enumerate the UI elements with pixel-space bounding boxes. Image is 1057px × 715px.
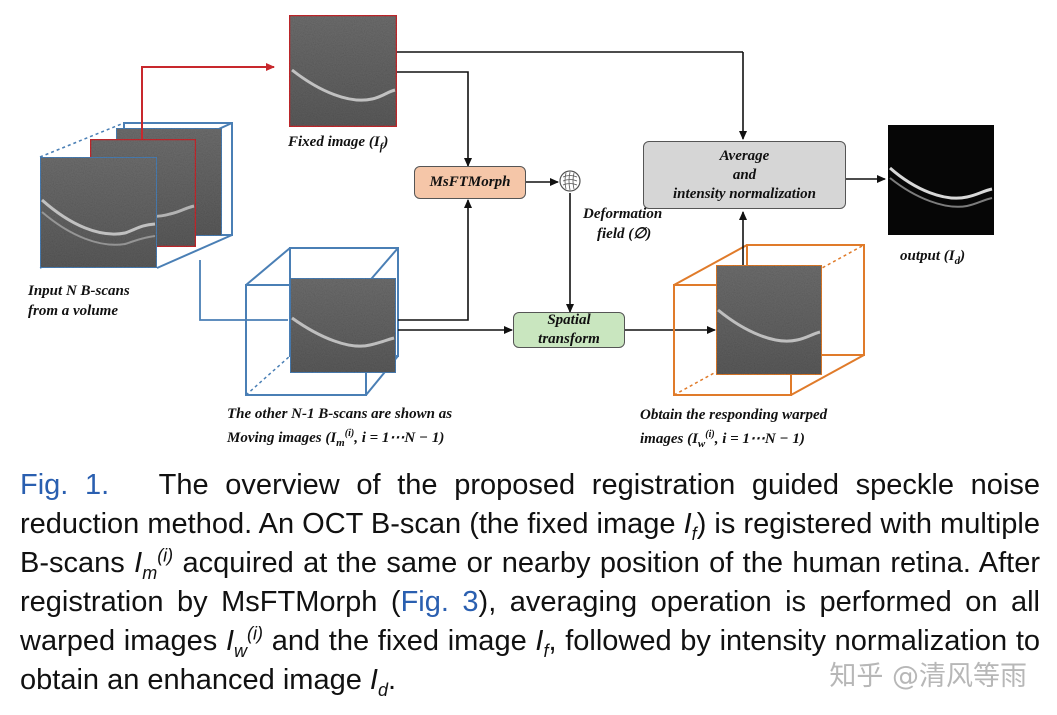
average-normalization-box: Average and intensity normalization: [643, 141, 846, 209]
spatial-transform-box: Spatial transform: [513, 312, 625, 348]
output-label: output (Id): [900, 248, 966, 267]
caption-part3: acquired at the same or nearby position …: [20, 547, 1040, 618]
arrow-to-moving-images: [199, 260, 288, 321]
deformation-label: Deformation field (∅): [583, 204, 662, 244]
warped-images-cube: [673, 244, 865, 396]
input-label-line2: from a volume: [28, 303, 118, 319]
warped-line1: Obtain the responding warped: [640, 407, 828, 423]
caption-part4: ), averaging operation is performed on a…: [20, 586, 1040, 657]
input-label-line1: Input N B-scans: [28, 283, 130, 299]
output-label-sub: d: [954, 255, 961, 267]
arrow-fixed-to-msftmorph: [397, 71, 472, 167]
average-line3: intensity normalization: [673, 185, 816, 202]
input-label: Input N B-scans from a volume: [28, 281, 130, 321]
caption-im: Im(i): [134, 545, 174, 583]
spatial-line1: Spatial: [547, 312, 591, 328]
warped-sup: (i): [705, 429, 715, 440]
warped-images-label: Obtain the responding warped images (Iw(…: [640, 405, 827, 454]
spatial-line2: transform: [538, 331, 600, 347]
figure-caption: Fig. 1. The overview of the proposed reg…: [20, 466, 1040, 700]
bscan-slice-front: [39, 156, 158, 269]
input-volume-stack: [39, 122, 233, 269]
pipeline-diagram: MsFTMorph Spatial transform Average and …: [28, 13, 994, 454]
deformation-line2: field (∅): [597, 226, 652, 242]
caption-id: Id: [369, 664, 388, 700]
moving-line2: Moving images (Im(i), i = 1⋯N − 1): [227, 424, 452, 453]
warped-line2-text: images (I: [640, 431, 698, 447]
caption-part2: ) is registered with multiple B-scans: [20, 508, 1040, 579]
average-line1: Average: [719, 147, 770, 164]
caption-iw: Iw(i): [225, 623, 264, 661]
fixed-image-label-text: Fixed image (I: [288, 134, 380, 150]
watermark: 知乎 @清风等雨: [829, 661, 1027, 692]
caption-part1: The overview of the proposed registratio…: [20, 469, 1040, 540]
caption-if: If: [683, 508, 697, 544]
fixed-image: [287, 13, 399, 129]
caption-part6: , followed by intensity normalization to…: [20, 625, 1040, 696]
moving-sup: (i): [344, 428, 355, 439]
warped-line2-rest: , i = 1⋯N − 1): [714, 431, 805, 447]
output-image: [888, 125, 994, 235]
caption-fig-label: Fig. 1.: [20, 469, 110, 501]
fixed-image-label: Fixed image (If): [288, 134, 389, 153]
moving-line1: The other N-1 B-scans are shown as: [227, 406, 453, 422]
msftmorph-box: MsFTMorph: [414, 166, 526, 199]
msftmorph-label: MsFTMorph: [429, 174, 511, 190]
warped-sub: w: [697, 438, 706, 450]
moving-line2-rest: , i = 1⋯N − 1): [354, 430, 445, 446]
moving-sub: m: [336, 437, 345, 449]
moving-line2-text: Moving images (I: [227, 430, 337, 446]
deformation-line1: Deformation: [583, 206, 663, 222]
warped-line2: images (Iw(i), i = 1⋯N − 1): [640, 425, 827, 454]
fixed-image-label-sub: f: [379, 141, 384, 153]
caption-fig3-link[interactable]: Fig. 3: [400, 586, 479, 618]
moving-images-label: The other N-1 B-scans are shown as Movin…: [227, 404, 452, 453]
arrow-moving-to-msftmorph: [398, 199, 472, 321]
output-label-text: output (I: [900, 248, 955, 264]
diagram-canvas: [39, 13, 994, 396]
arrow-to-fixed-image: [141, 63, 275, 139]
caption-part7: .: [387, 664, 397, 696]
deformation-field-icon: [559, 170, 581, 192]
average-line2: and: [732, 166, 757, 183]
moving-images-cube: [245, 247, 399, 396]
caption-part5: and the fixed image: [263, 625, 536, 657]
caption-if2: If: [535, 625, 549, 661]
